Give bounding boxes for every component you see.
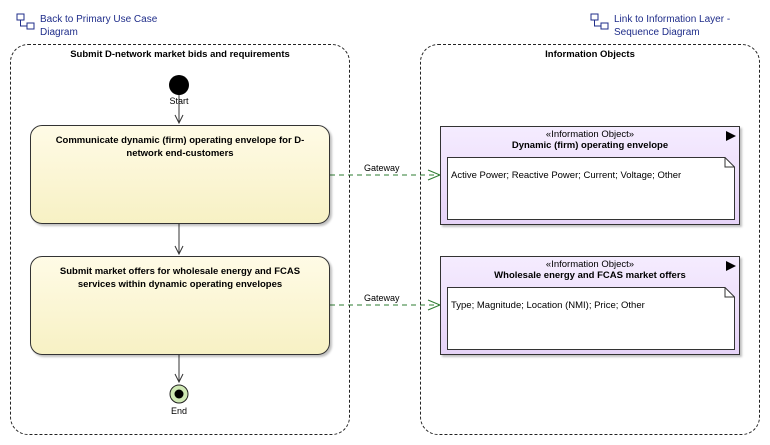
end-label: End <box>170 406 187 416</box>
io1-stereotype: «Information Object» <box>545 129 635 140</box>
object-triangle-icon <box>726 261 736 271</box>
action-communicate-envelope[interactable]: Communicate dynamic (firm) operating env… <box>30 125 330 224</box>
action1-label: Communicate dynamic (firm) operating env… <box>55 135 305 159</box>
info-link-text[interactable]: Link to Information Layer - Sequence Dia… <box>614 14 731 38</box>
swimlane-left <box>10 44 350 435</box>
start-label: Start <box>169 96 189 106</box>
diagram-link-icon <box>16 13 35 30</box>
back-to-use-case-link[interactable]: Back to Primary Use Case Diagram <box>16 13 157 39</box>
info-layer-link[interactable]: Link to Information Layer - Sequence Dia… <box>590 13 730 39</box>
io2-note: Type; Magnitude; Location (NMI); Price; … <box>447 287 735 350</box>
io2-name: Wholesale energy and FCAS market offers <box>494 270 686 281</box>
io2-attributes: Type; Magnitude; Location (NMI); Price; … <box>451 300 645 311</box>
object-triangle-icon <box>726 131 736 141</box>
action-submit-offers[interactable]: Submit market offers for wholesale energ… <box>30 256 330 355</box>
info-object-market-offers[interactable]: «Information Object» Wholesale energy an… <box>440 256 740 355</box>
info-object-envelope[interactable]: «Information Object» Dynamic (firm) oper… <box>440 126 740 225</box>
lane-title-left: Submit D-network market bids and require… <box>70 49 290 60</box>
end-node <box>169 384 189 404</box>
io1-name: Dynamic (firm) operating envelope <box>511 140 669 151</box>
diagram-link-icon <box>590 13 609 30</box>
swimlane-right <box>420 44 760 435</box>
gateway-label-1: Gateway <box>364 163 400 173</box>
io1-note: Active Power; Reactive Power; Current; V… <box>447 157 735 220</box>
lane-title-right: Information Objects <box>545 49 635 60</box>
io1-attributes: Active Power; Reactive Power; Current; V… <box>451 170 682 181</box>
io2-stereotype: «Information Object» <box>545 259 635 270</box>
start-node <box>169 75 189 95</box>
action2-label: Submit market offers for wholesale energ… <box>59 266 301 290</box>
gateway-label-2: Gateway <box>364 293 400 303</box>
back-link-text[interactable]: Back to Primary Use Case Diagram <box>40 14 158 38</box>
